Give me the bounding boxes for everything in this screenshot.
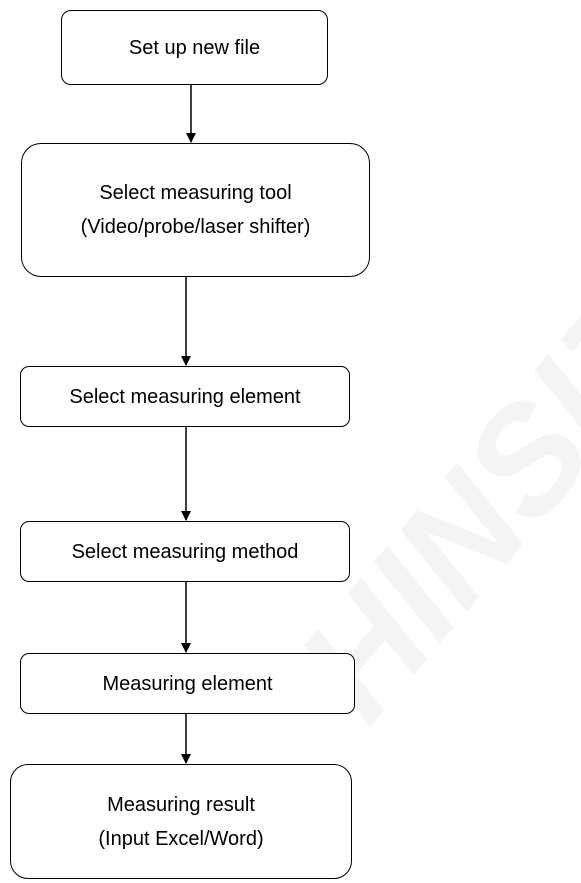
step-3-label: Select measuring element <box>69 385 301 408</box>
step-2-label: Select measuring tool <box>99 182 292 204</box>
step-6-label: Measuring result <box>107 793 255 816</box>
step-measuring-result: Measuring result (Input Excel/Word) <box>10 764 352 879</box>
step-set-up-new-file: Set up new file <box>61 10 328 85</box>
step-2-sublabel: (Video/probe/laser shifter) <box>80 216 311 238</box>
step-select-measuring-method: Select measuring method <box>20 521 350 582</box>
step-select-measuring-element: Select measuring element <box>20 366 350 427</box>
step-1-label: Set up new file <box>128 36 261 59</box>
step-select-measuring-tool: Select measuring tool (Video/probe/laser… <box>21 143 370 277</box>
step-measuring-element: Measuring element <box>20 653 355 714</box>
step-6-sublabel: (Input Excel/Word) <box>98 827 264 850</box>
step-4-label: Select measuring method <box>71 540 299 563</box>
step-5-label: Measuring element <box>102 672 273 695</box>
